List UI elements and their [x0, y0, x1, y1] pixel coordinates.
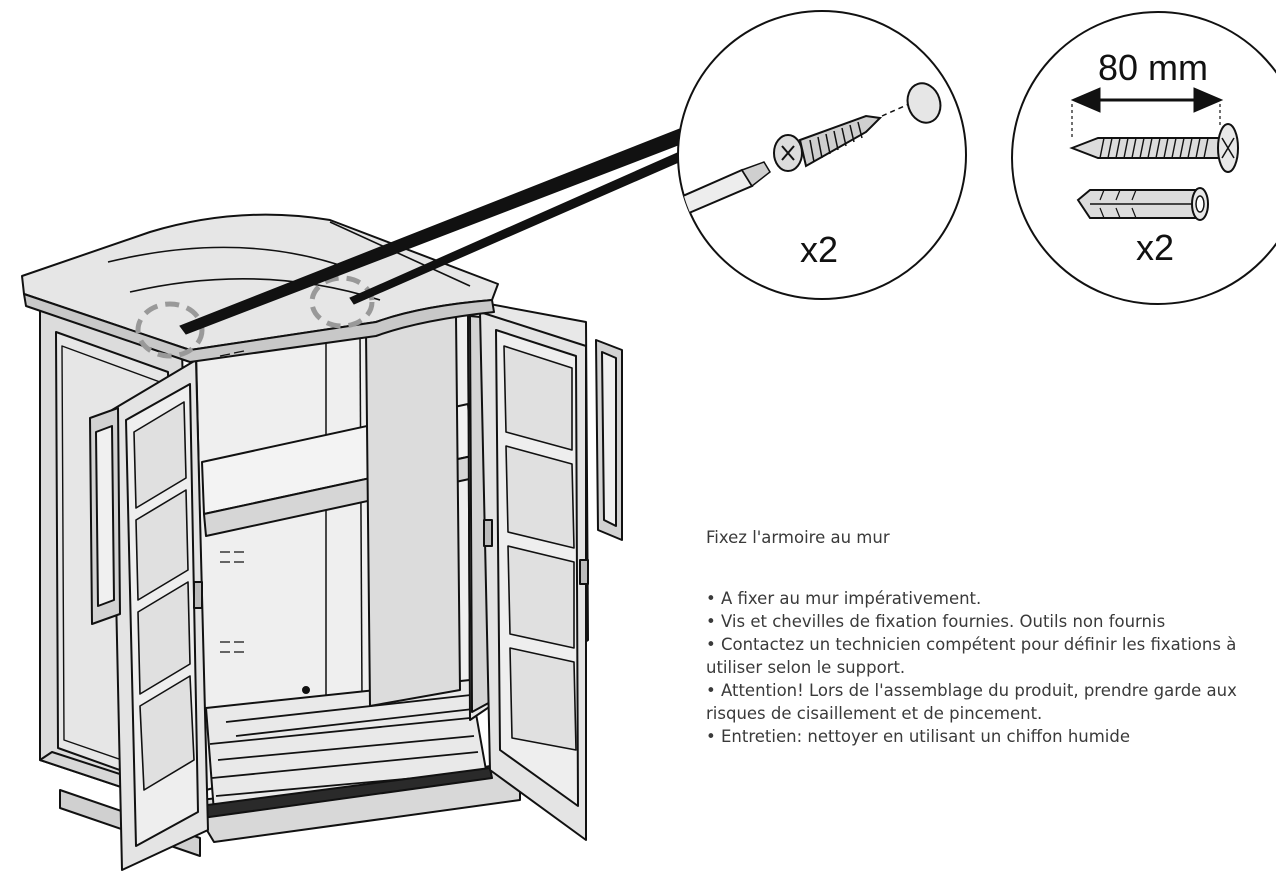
dimension-arrow	[1070, 87, 1224, 138]
callout-circle-screwing: x2	[677, 10, 967, 300]
instructions-block: Fixez l'armoire au mur A fixer au mur im…	[706, 526, 1276, 748]
wall-plug-icon	[1076, 187, 1209, 221]
callout-left-quantity: x2	[800, 229, 838, 270]
instruction-bullet-4: Attention! Lors de l'assemblage du produ…	[706, 679, 1276, 725]
instruction-bullet-1: A fixer au mur impérativement.	[706, 587, 1276, 610]
instruction-bullet-2: Vis et chevilles de fixation fournies. O…	[706, 610, 1276, 633]
instructions-heading: Fixez l'armoire au mur	[706, 528, 890, 547]
instruction-bullet-5: Entretien: nettoyer en utilisant un chif…	[706, 725, 1276, 748]
cabinet-drawing	[21, 213, 623, 871]
wall-hole-icon	[906, 82, 942, 124]
instruction-bullet-3: Contactez un technicien compétent pour d…	[706, 633, 1276, 679]
instructions-list: A fixer au mur impérativement. Vis et ch…	[706, 587, 1276, 748]
screw-icon	[773, 114, 883, 172]
dimension-label: 80 mm	[1098, 47, 1208, 88]
long-screw-icon	[1069, 123, 1239, 173]
callout-right-quantity: x2	[1136, 227, 1174, 268]
fixing-point-highlights	[135, 275, 375, 359]
callout-circle-hardware: 80 mm x2	[1011, 11, 1276, 305]
